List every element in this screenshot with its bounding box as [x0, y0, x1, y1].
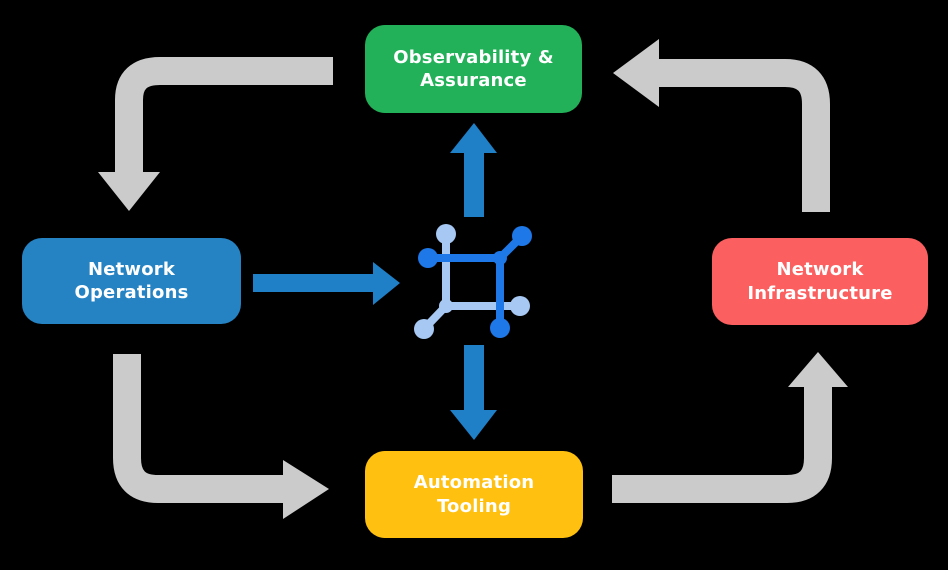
- node-network-operations: Network Operations: [22, 238, 241, 324]
- arrow-shaft: [113, 354, 284, 503]
- arrow-automation-to-infrastructure: [612, 352, 848, 503]
- node-label-line: Assurance: [420, 70, 527, 91]
- node-label-line: Observability &: [393, 46, 554, 68]
- node-label-line: Operations: [74, 282, 189, 303]
- hub-icon-light-branch: [414, 224, 530, 339]
- arrow-center-to-automation: [450, 345, 497, 440]
- icon-junction: [439, 299, 453, 313]
- node-network-infrastructure: Network Infrastructure: [712, 238, 928, 325]
- arrow-center-to-observability: [450, 123, 497, 217]
- hub-icon-dark-branch: [418, 226, 532, 338]
- node-label-line: Network: [87, 258, 176, 280]
- icon-node: [510, 296, 530, 316]
- arrow-head-left: [613, 39, 659, 107]
- arrow-shaft: [115, 57, 333, 173]
- arrow-shaft: [612, 386, 832, 503]
- arrow-head-down: [450, 410, 497, 440]
- node-label-line: Network: [776, 259, 864, 281]
- arrow-head-up: [788, 352, 848, 387]
- arrow-head-up: [450, 123, 497, 153]
- icon-node: [436, 224, 456, 244]
- arrow-shaft: [659, 59, 830, 212]
- arrow-observability-to-operations: [98, 57, 333, 211]
- icon-node: [418, 248, 438, 268]
- node-label-line: Automation: [413, 472, 535, 494]
- node-automation-tooling: Automation Tooling: [365, 451, 583, 538]
- icon-node: [414, 319, 434, 339]
- node-label-line: Infrastructure: [747, 282, 893, 304]
- arrow-operations-to-center: [253, 262, 400, 305]
- network-hub-icon: [414, 224, 532, 339]
- node-observability-assurance: Observability & Assurance: [365, 25, 582, 113]
- icon-node: [490, 318, 510, 338]
- icon-junction: [493, 251, 507, 265]
- arrow-infrastructure-to-observability: [613, 39, 830, 212]
- arrow-operations-to-automation: [113, 354, 329, 519]
- node-label-line: Tooling: [436, 495, 512, 517]
- arrow-head-right: [373, 262, 400, 305]
- icon-node: [512, 226, 532, 246]
- arrow-head-down: [98, 172, 160, 211]
- arrow-head-right: [283, 460, 329, 519]
